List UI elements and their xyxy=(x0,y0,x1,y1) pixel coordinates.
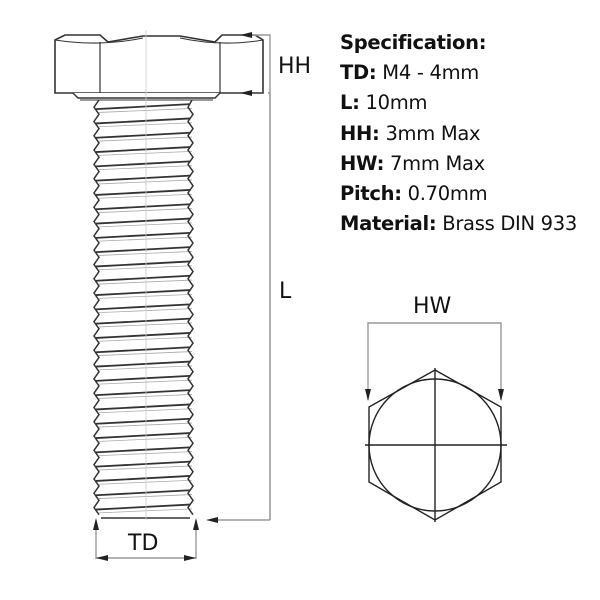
spec-value: M4 - 4mm xyxy=(382,61,479,85)
specification-panel: Specification: TD: M4 - 4mm L: 10mm HH: … xyxy=(340,28,577,239)
spec-key: TD: xyxy=(340,61,377,85)
l-dimension xyxy=(218,93,271,521)
spec-row-material: Material: Brass DIN 933 xyxy=(340,209,577,239)
thread-shank xyxy=(93,99,194,519)
spec-key: HW: xyxy=(340,151,385,175)
spec-value: 10mm xyxy=(365,91,428,115)
washer-face xyxy=(72,92,221,99)
spec-row-hh: HH: 3mm Max xyxy=(340,119,577,149)
spec-row-hw: HW: 7mm Max xyxy=(340,149,577,179)
hex-head-top-view xyxy=(365,368,507,522)
spec-value: Brass DIN 933 xyxy=(442,212,577,236)
spec-key: Material: xyxy=(340,212,437,236)
l-label: L xyxy=(279,279,292,304)
spec-row-l: L: 10mm xyxy=(340,88,577,118)
spec-value: 0.70mm xyxy=(407,182,488,206)
spec-key: HH: xyxy=(340,121,380,145)
spec-row-pitch: Pitch: 0.70mm xyxy=(340,179,577,209)
hw-dimension xyxy=(367,322,502,400)
spec-value: 7mm Max xyxy=(390,151,485,175)
spec-title: Specification: xyxy=(340,31,487,54)
spec-row-td: TD: M4 - 4mm xyxy=(340,58,577,88)
hh-label: HH xyxy=(278,54,312,79)
spec-key: L: xyxy=(340,91,360,115)
spec-key: Pitch: xyxy=(340,182,402,206)
td-label: TD xyxy=(128,531,159,556)
bolt-head xyxy=(54,34,264,94)
spec-value: 3mm Max xyxy=(385,121,481,145)
hw-label: HW xyxy=(413,294,452,319)
